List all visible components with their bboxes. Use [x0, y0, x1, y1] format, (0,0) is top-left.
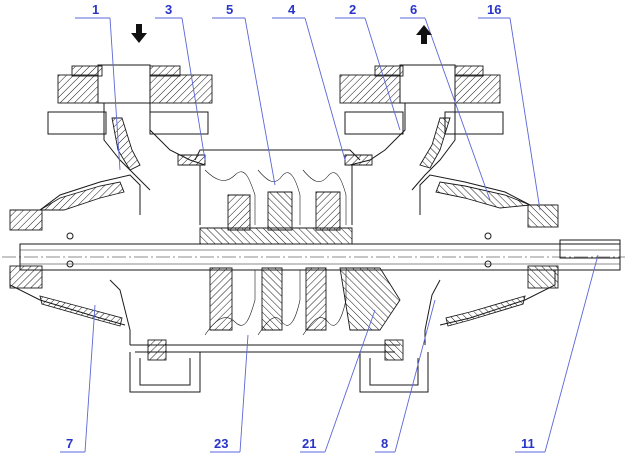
callout-number: 23 [214, 436, 228, 451]
callout-number: 4 [288, 2, 296, 17]
callout-number: 8 [381, 436, 388, 451]
callout-number: 16 [487, 2, 501, 17]
callout-number: 7 [66, 436, 73, 451]
callout-number: 6 [410, 2, 417, 17]
impeller-stages [199, 165, 401, 336]
callout-number: 21 [302, 436, 316, 451]
callout-number: 11 [521, 436, 535, 451]
casing-lower [9, 265, 559, 393]
callout-number: 1 [92, 2, 99, 17]
callout-number: 2 [349, 2, 356, 17]
leader-lines [60, 17, 599, 453]
shaft [2, 232, 625, 271]
callout-number: 5 [226, 2, 233, 17]
arrow-down-icon [131, 24, 147, 43]
arrow-up-icon [416, 25, 432, 44]
callout-number: 3 [165, 2, 172, 17]
